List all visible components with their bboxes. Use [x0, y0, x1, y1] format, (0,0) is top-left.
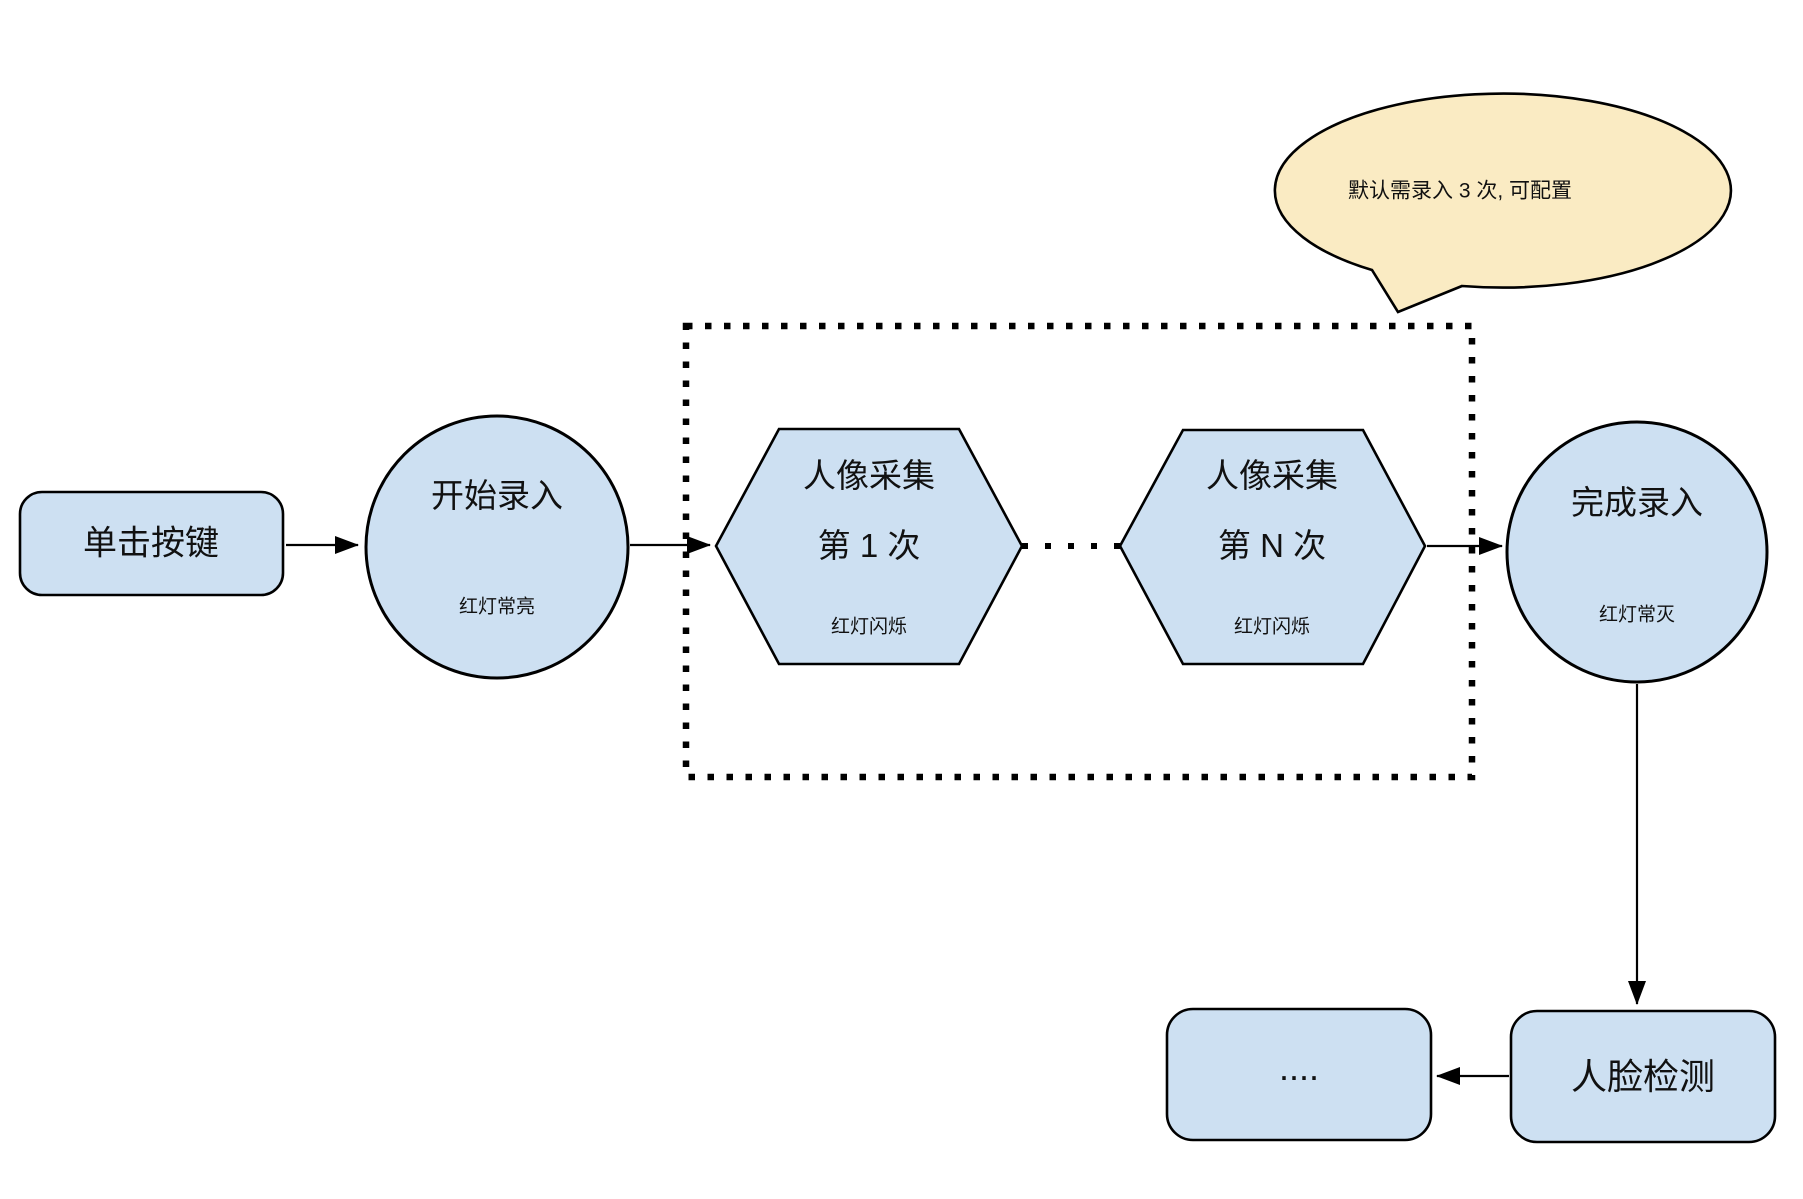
node-continuation [1165, 1007, 1433, 1142]
node-face-detection [1509, 1009, 1777, 1144]
callout-text: 默认需录入 3 次, 可配置 [1347, 179, 1573, 203]
capture-nth-line1: 人像采集 [1206, 456, 1338, 494]
callout-bubble [1273, 92, 1733, 314]
start-entry-status: 红灯常亮 [458, 596, 536, 618]
node-click-button [18, 490, 285, 597]
capture-first-line1: 人像采集 [803, 456, 935, 494]
node-finish-entry [1505, 420, 1769, 684]
start-entry-title: 开始录入 [431, 476, 563, 514]
node-capture-nth [1118, 428, 1427, 666]
capture-nth-line2: 第 N 次 [1217, 526, 1327, 564]
continuation-label: .... [1278, 1047, 1320, 1089]
face-detection-label: 人脸检测 [1570, 1056, 1716, 1098]
finish-entry-status: 红灯常灭 [1598, 604, 1676, 626]
node-start-entry [364, 414, 630, 680]
capture-first-status: 红灯闪烁 [830, 616, 908, 638]
capture-nth-status: 红灯闪烁 [1233, 616, 1311, 638]
capture-first-line2: 第 1 次 [817, 526, 921, 564]
click-button-label: 单击按键 [83, 524, 219, 563]
finish-entry-title: 完成录入 [1571, 483, 1703, 521]
repeat-group-dotted-border [682, 322, 1476, 781]
